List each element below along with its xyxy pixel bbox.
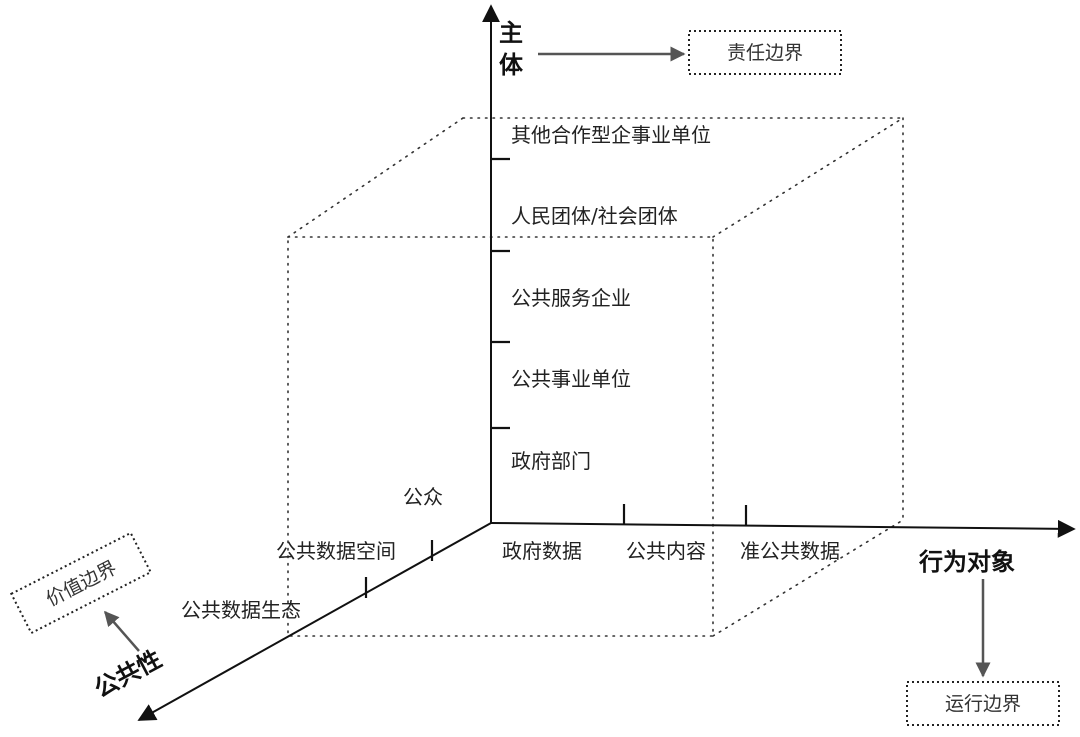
object-label: 准公共数据: [740, 539, 840, 563]
cuboid-depth-edge-top-left: [287, 117, 464, 238]
subject-label: 人民团体/社会团体: [511, 204, 678, 228]
boundary-arrows: [104, 46, 991, 678]
arrow-to-value-boundary: [104, 610, 140, 652]
object-label: 公共内容: [626, 539, 706, 563]
subject-axis-title-char-1: 主: [499, 19, 523, 47]
operation-boundary-label: 运行边界: [945, 693, 1021, 715]
object-axis-title: 行为对象: [918, 548, 1015, 576]
value-boundary-label: 价值边界: [43, 557, 121, 611]
ticks: [364, 157, 748, 598]
publicness-label: 公众: [403, 485, 443, 509]
publicness-axis-title: 公共性: [90, 645, 167, 704]
publicness-label: 公共数据生态: [181, 598, 301, 622]
operation-boundary: 运行边界: [906, 681, 1060, 726]
subject-label: 公共服务企业: [511, 286, 631, 310]
object-labels: 政府数据 公共内容 准公共数据: [502, 539, 840, 563]
subject-label: 公共事业单位: [511, 367, 631, 391]
cuboid-depth-edge-top-right: [712, 117, 904, 238]
horizontal-axis-object: [490, 519, 1076, 538]
object-label: 政府数据: [502, 539, 582, 563]
subject-label: 其他合作型企事业单位: [511, 123, 711, 147]
responsibility-boundary: 责任边界: [688, 30, 842, 75]
value-boundary: 价值边界: [9, 531, 153, 635]
cuboid-front-face: [287, 236, 714, 637]
responsibility-boundary-label: 责任边界: [727, 42, 803, 64]
responsibility-boundary-box: [688, 30, 842, 75]
operation-boundary-box: [906, 681, 1060, 726]
publicness-labels: 公众 公共数据空间 公共数据生态: [181, 485, 443, 622]
subject-labels: 其他合作型企事业单位 人民团体/社会团体 公共服务企业 公共事业单位 政府部门: [511, 123, 711, 473]
publicness-label: 公共数据空间: [276, 539, 396, 563]
dotted-cuboid: [287, 117, 904, 637]
cuboid-depth-edge-bottom-right: [712, 519, 904, 637]
subject-label: 政府部门: [511, 449, 591, 473]
subject-axis-title-char-2: 体: [499, 51, 524, 79]
